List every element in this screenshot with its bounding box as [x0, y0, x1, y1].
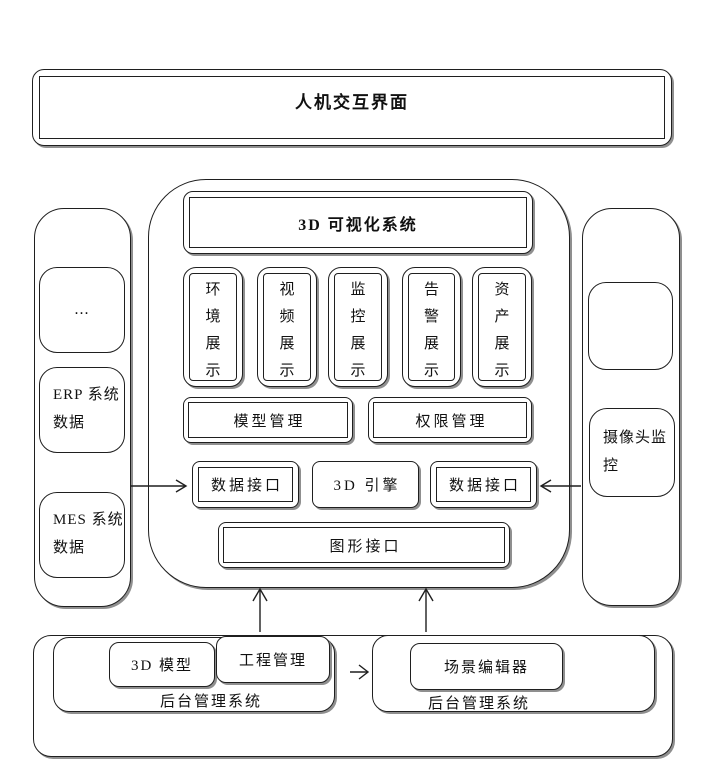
- other-data-label: ...: [74, 301, 90, 318]
- viz-header-inner: 3D 可视化系统: [189, 197, 527, 248]
- module-monitor-display: 监控展示: [328, 267, 388, 387]
- module-env-display: 环境展示: [183, 267, 243, 387]
- project-management-box: 工程管理: [216, 636, 330, 683]
- backend-left-group-label: 后台管理系统: [159, 694, 262, 710]
- engine-3d-label: 3D 引擎: [333, 478, 401, 494]
- graphics-interface-box: 图形接口: [218, 522, 510, 568]
- project-management-label: 工程管理: [238, 653, 307, 669]
- graphics-interface-label: 图形接口: [329, 538, 402, 555]
- module-video-display: 视频展示: [257, 267, 317, 387]
- data-interface-right-box: 数据接口: [430, 461, 537, 508]
- erp-data-box: ERP 系统数据: [39, 367, 125, 453]
- model-management-box: 模型管理: [183, 397, 353, 443]
- other-data-box: ...: [39, 267, 125, 353]
- camera-empty-box: [588, 282, 673, 370]
- permission-management-label: 权限管理: [415, 413, 488, 430]
- data-interface-left-box: 数据接口: [192, 461, 299, 508]
- module-monitor-display-inner: 监控展示: [334, 273, 382, 381]
- module-asset-display-label: 资产展示: [494, 282, 510, 379]
- module-alarm-display-label: 告警展示: [423, 282, 439, 379]
- erp-data-label: ERP 系统数据: [53, 387, 120, 431]
- permission-management-box: 权限管理: [368, 397, 532, 443]
- model-3d-label: 3D 模型: [130, 658, 194, 674]
- module-alarm-display-inner: 告警展示: [408, 273, 455, 381]
- module-env-display-inner: 环境展示: [189, 273, 237, 381]
- module-monitor-display-label: 监控展示: [350, 282, 366, 379]
- module-env-display-label: 环境展示: [205, 282, 221, 379]
- backend-right-group-label: 后台管理系统: [427, 696, 530, 712]
- scene-editor-box: 场景编辑器: [410, 643, 563, 690]
- module-alarm-display: 告警展示: [402, 267, 461, 387]
- hmi-panel-inner: 人机交互界面: [39, 76, 665, 139]
- camera-monitor-box: 摄像头监控: [589, 408, 675, 497]
- data-interface-right-label: 数据接口: [448, 478, 521, 494]
- module-asset-display-inner: 资产展示: [478, 273, 526, 381]
- arrow-backend-left-up-icon: [252, 587, 268, 632]
- arrow-backend-right-up-icon: [418, 587, 434, 632]
- module-video-display-label: 视频展示: [279, 282, 295, 379]
- engine-3d-box: 3D 引擎: [312, 461, 419, 508]
- scene-editor-label: 场景编辑器: [443, 660, 529, 676]
- viz-header-box: 3D 可视化系统: [183, 191, 533, 254]
- mes-data-label: MES 系统数据: [53, 512, 124, 556]
- mes-data-box: MES 系统数据: [39, 492, 125, 578]
- hmi-panel: 人机交互界面: [32, 69, 672, 146]
- model-management-inner: 模型管理: [188, 402, 348, 438]
- permission-management-inner: 权限管理: [373, 402, 527, 438]
- graphics-interface-inner: 图形接口: [223, 527, 505, 563]
- data-interface-right-inner: 数据接口: [436, 467, 531, 502]
- data-interface-left-label: 数据接口: [210, 478, 283, 494]
- model-3d-box: 3D 模型: [109, 642, 215, 687]
- viz-header-title: 3D 可视化系统: [298, 216, 418, 234]
- right-camera-column: [582, 208, 680, 606]
- hmi-title: 人机交互界面: [295, 93, 409, 112]
- model-management-label: 模型管理: [233, 413, 306, 430]
- camera-monitor-label: 摄像头监控: [603, 429, 668, 474]
- module-video-display-inner: 视频展示: [263, 273, 311, 381]
- module-asset-display: 资产展示: [472, 267, 532, 387]
- data-interface-left-inner: 数据接口: [198, 467, 293, 502]
